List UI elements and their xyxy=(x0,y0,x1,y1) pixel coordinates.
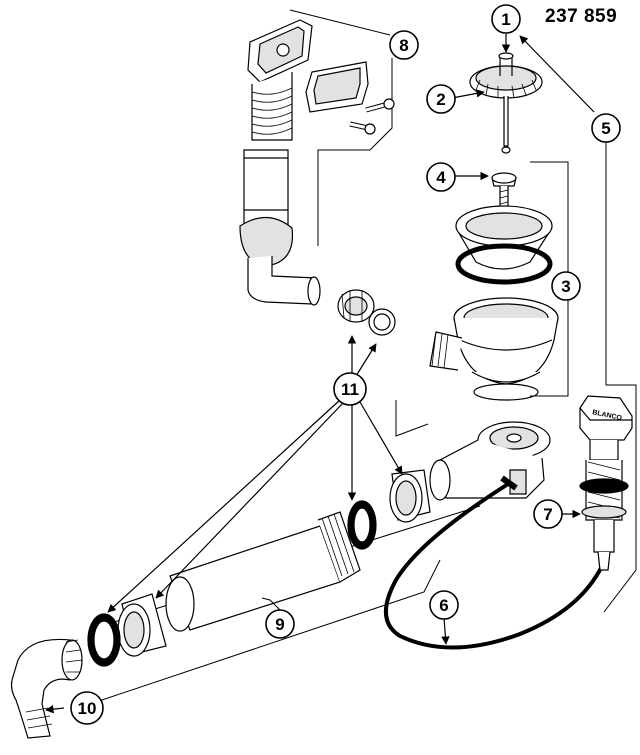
callout-1-label: 1 xyxy=(501,10,510,29)
callout-3-label: 3 xyxy=(561,277,570,296)
leader-lines xyxy=(45,34,595,714)
callout-5-label: 5 xyxy=(601,119,610,138)
callout-6-label: 6 xyxy=(439,596,448,615)
callout-9: 9 xyxy=(265,609,295,639)
callouts: 1 2 3 4 5 6 7 8 xyxy=(70,4,621,725)
callout-8: 8 xyxy=(389,30,419,60)
strainer-plug xyxy=(469,52,543,154)
callout-2: 2 xyxy=(426,84,456,114)
callout-6: 6 xyxy=(429,590,459,620)
elbow-10 xyxy=(10,638,83,739)
callout-2-label: 2 xyxy=(436,90,445,109)
callout-7-label: 7 xyxy=(543,505,552,524)
overflow-assembly xyxy=(239,9,395,306)
top-nut-and-seal xyxy=(337,289,396,336)
callout-3: 3 xyxy=(551,271,581,301)
callout-1: 1 xyxy=(491,4,521,34)
callout-5: 5 xyxy=(591,113,621,143)
callout-7: 7 xyxy=(533,499,563,529)
part-number: 237 859 xyxy=(545,6,618,27)
callout-8-label: 8 xyxy=(399,36,408,55)
strainer-basket xyxy=(429,205,559,401)
pipe-assembly xyxy=(87,469,481,703)
bowden-cable xyxy=(383,475,604,650)
strainer-screw xyxy=(491,172,517,213)
callout-11-label: 11 xyxy=(341,380,359,399)
callout-4-label: 4 xyxy=(436,168,446,187)
bracket-5 xyxy=(603,142,637,613)
callout-9-label: 9 xyxy=(275,615,284,634)
callout-10-label: 10 xyxy=(78,699,97,718)
callout-10: 10 xyxy=(70,691,104,725)
callout-4: 4 xyxy=(426,162,456,192)
drain-tee xyxy=(395,400,551,501)
callout-11: 11 xyxy=(333,372,367,406)
pop-up-handle xyxy=(579,395,633,571)
